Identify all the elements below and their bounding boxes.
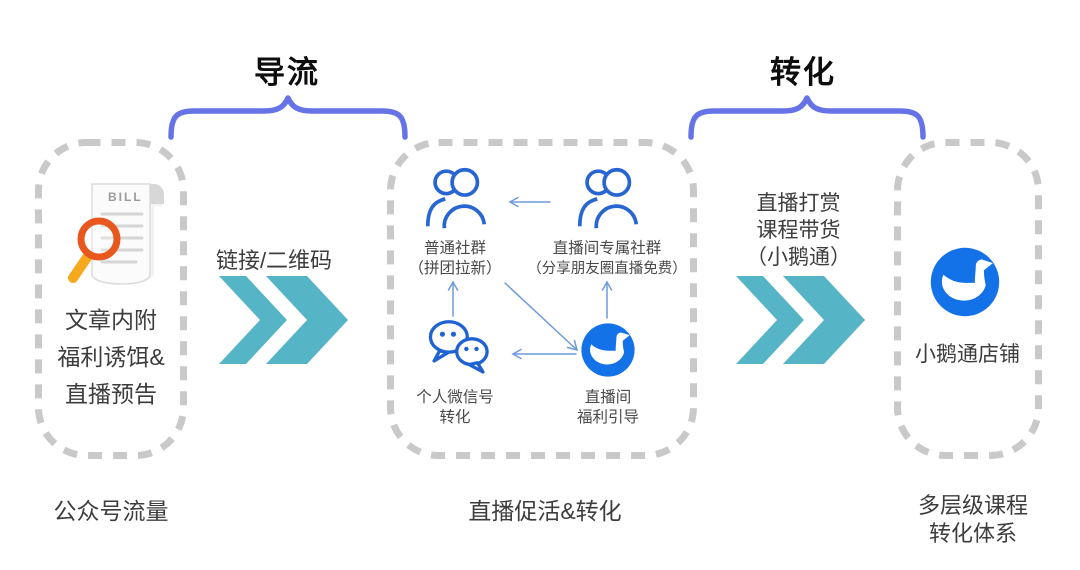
double-chevron-right-icon [219,276,348,364]
live-welfare-node-label: 直播间 福利引导 [576,389,639,426]
phase-title-diversion: 导流 [254,55,320,90]
shop-box-text: 小鹅通店铺 [915,343,1020,366]
normal-group-label: 普通社群 （拼团拉新） [385,239,525,279]
live-box-border [387,139,697,459]
source-box-border [35,139,187,459]
normal-group-subtitle: （拼团拉新） [408,260,502,277]
bill-document-magnifier-icon: BILL [68,183,164,285]
source-box-text: 文章内附 福利诱饵& 直播预告 [57,307,165,407]
brace-conversion-icon [688,95,926,140]
live-group-subtitle: （分享朋友圈直播免费） [527,261,687,277]
users-group-icon [425,167,487,229]
wechat-chat-bubbles-icon [428,320,489,374]
xiaoetong-goose-icon [930,247,1000,317]
xiaoetong-goose-icon [581,323,635,377]
source-caption: 公众号流量 [53,498,169,524]
right-flow-label: 直播打赏 课程带货 （小鹅通） [746,192,851,269]
normal-group-title: 普通社群 [423,240,486,257]
double-chevron-right-icon [736,276,865,364]
doc-bill-label: BILL [108,190,143,204]
wechat-node-label: 个人微信号 转化 [416,389,494,426]
live-caption: 直播促活&转化 [468,498,622,524]
phase-title-conversion: 转化 [770,55,836,90]
live-group-label: 直播间专属社群 （分享朋友圈直播免费） [512,239,702,279]
users-group-icon [577,167,639,229]
brace-diversion-icon [168,95,408,140]
shop-box-border [894,139,1042,459]
shop-caption: 多层级课程 转化体系 [917,493,1028,546]
left-flow-label: 链接/二维码 [215,248,333,273]
live-group-title: 直播间专属社群 [552,240,662,257]
